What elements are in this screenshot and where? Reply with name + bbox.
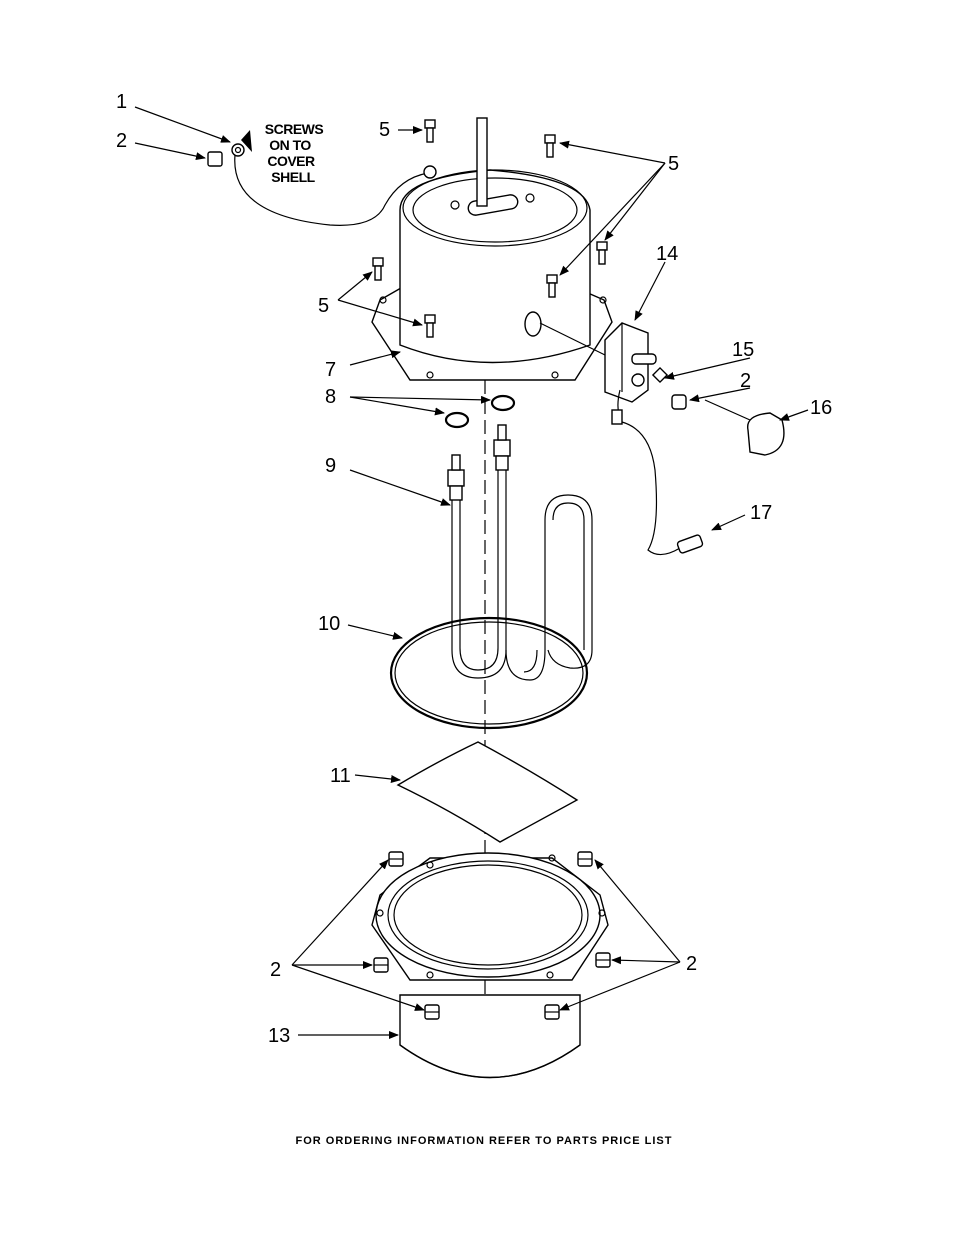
note-line: ON TO	[269, 137, 311, 153]
screw-icon	[424, 119, 436, 143]
ground-wire	[207, 143, 437, 226]
hex-nut-icon	[595, 952, 611, 968]
base-nuts	[373, 851, 611, 1020]
callout-2: 2	[116, 130, 127, 152]
callout-16: 16	[810, 397, 832, 419]
callout-2: 2	[270, 959, 281, 981]
callout-7: 7	[325, 359, 336, 381]
ring-terminal-icon	[231, 143, 245, 157]
o-rings	[444, 394, 516, 429]
screws	[372, 119, 608, 338]
callout-11: 11	[330, 765, 351, 787]
tank-gasket	[389, 616, 589, 730]
screw-icon	[544, 134, 556, 158]
screw-icon	[372, 257, 384, 281]
callout-2: 2	[740, 370, 751, 392]
heating-element	[447, 424, 593, 681]
note-screws-on-to-cover-shell: SCREWS ON TO COVER SHELL	[265, 121, 324, 185]
callout-15: 15	[732, 339, 754, 361]
ordering-info-footer: FOR ORDERING INFORMATION REFER TO PARTS …	[296, 1135, 673, 1147]
note-line: COVER	[267, 153, 315, 169]
callout-8: 8	[325, 386, 336, 408]
hex-nut-icon	[388, 851, 404, 867]
callout-10: 10	[318, 613, 340, 635]
hex-nut-icon	[424, 1004, 440, 1020]
callout-13: 13	[268, 1025, 290, 1047]
callout-5: 5	[318, 295, 329, 317]
leader-lines	[134, 106, 809, 1039]
base-flange	[371, 852, 609, 981]
element-terminal-right	[493, 424, 511, 471]
callout-5: 5	[668, 153, 679, 175]
callout-1: 1	[116, 91, 127, 113]
callout-17: 17	[750, 502, 772, 524]
callout-14: 14	[656, 243, 678, 265]
screw-icon	[424, 314, 436, 338]
screw-icon	[596, 241, 608, 265]
callout-2: 2	[686, 953, 697, 975]
hex-nut-icon	[671, 394, 687, 410]
hex-nut-icon	[207, 151, 223, 167]
note-line: SCREWS	[265, 121, 324, 137]
hex-nut-icon	[373, 957, 389, 973]
note-line: SHELL	[271, 169, 315, 185]
callout-5: 5	[379, 119, 390, 141]
screw-icon	[546, 274, 558, 298]
thermostat	[539, 322, 785, 556]
hex-nut-icon	[577, 851, 593, 867]
cover-assembly	[371, 117, 613, 381]
callout-numbers: 1 2 5 5 5 14 15 2 16 7 8 9 17 10 11 2 2 …	[116, 91, 832, 1047]
base-tank	[399, 994, 581, 1079]
element-terminal-left	[447, 454, 465, 501]
callout-9: 9	[325, 455, 336, 477]
insulation-sheet	[396, 741, 579, 843]
hex-nut-icon	[544, 1004, 560, 1020]
